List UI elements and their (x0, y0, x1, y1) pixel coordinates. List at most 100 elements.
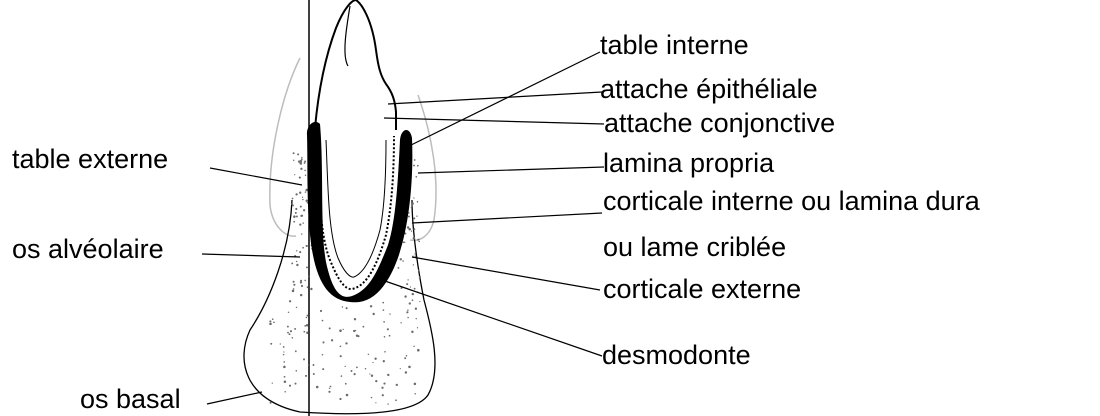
bone-stipple-dot (331, 339, 333, 341)
bone-stipple-dot (304, 325, 306, 327)
bone-stipple-dot (296, 216, 298, 218)
bone-stipple-dot (383, 309, 385, 311)
bone-stipple-dot (396, 384, 398, 386)
bone-stipple-dot (293, 215, 296, 218)
bone-stipple-dot (342, 306, 343, 307)
bone-stipple-dot (417, 327, 418, 328)
bone-stipple-dot (413, 228, 415, 230)
bone-stipple-dot (330, 386, 332, 388)
bone-stipple-dot (301, 285, 303, 287)
bone-stipple-dot (406, 311, 408, 313)
bone-stipple-dot (306, 199, 309, 202)
bone-stipple-dot (283, 354, 285, 356)
bone-stipple-dot (407, 279, 408, 280)
bone-stipple-dot (418, 241, 420, 243)
bone-stipple-dot (418, 239, 419, 240)
bone-stipple-dot (414, 288, 416, 290)
bone-stipple-dot (306, 317, 307, 318)
bone-stipple-dot (411, 331, 413, 333)
bone-stipple-dot (295, 193, 297, 195)
bone-stipple-dot (384, 351, 386, 353)
bone-stipple-dot (283, 346, 285, 348)
bone-stipple-dot (413, 165, 415, 167)
bone-stipple-dot (322, 341, 324, 343)
alveolar-socket-outer (307, 122, 412, 302)
bone-stipple-dot (295, 208, 297, 210)
bone-stipple-dot (408, 216, 410, 218)
bone-stipple-dot (269, 323, 272, 326)
bone-stipple-dot (300, 206, 302, 208)
bone-stipple-dot (295, 370, 297, 372)
bone-stipple-dot (387, 328, 389, 330)
bone-stipple-dot (289, 300, 291, 302)
bone-stipple-dot (301, 233, 302, 234)
bone-stipple-dot (407, 226, 409, 228)
bone-stipple-dot (415, 255, 417, 257)
bone-stipple-dot (299, 251, 301, 253)
bone-stipple-dot (269, 320, 271, 322)
bone-stipple-dot (403, 241, 405, 243)
bone-stipple-dot (417, 349, 420, 352)
bone-stipple-dot (295, 212, 297, 214)
bone-stipple-dot (283, 361, 285, 363)
bone-stipple-dot (313, 373, 315, 375)
bone-stipple-dot (355, 330, 356, 331)
bone-stipple-dot (300, 168, 302, 170)
bone-stipple-dot (283, 351, 284, 352)
bone-stipple-dot (415, 308, 417, 310)
label-table-interne: table interne (600, 32, 749, 59)
bone-stipple-dot (356, 335, 358, 337)
bone-stipple-dot (341, 375, 343, 377)
bone-stipple-dot (292, 204, 294, 206)
bone-stipple-dot (382, 394, 384, 396)
bone-stipple-dot (299, 192, 301, 194)
bone-stipple-dot (308, 364, 309, 365)
bone-stipple-dot (293, 221, 295, 223)
bone-stipple-dot (412, 293, 414, 295)
bone-stipple-dot (306, 245, 308, 247)
bone-stipple-dot (381, 387, 383, 389)
bone-stipple-dot (417, 165, 419, 167)
bone-stipple-dot (407, 317, 408, 318)
bone-stipple-dot (270, 343, 272, 345)
bone-stipple-dot (322, 320, 324, 322)
bone-stipple-dot (306, 266, 308, 268)
bone-stipple-dot (320, 310, 322, 312)
bone-stipple-dot (354, 373, 356, 375)
bone-stipple-dot (304, 170, 306, 172)
bone-stipple-dot (288, 312, 289, 313)
bone-stipple-dot (329, 388, 330, 389)
bone-stipple-dot (308, 276, 309, 277)
bone-stipple-dot (411, 230, 412, 231)
bone-stipple-dot (368, 354, 369, 355)
bone-stipple-dot (302, 199, 303, 200)
bone-stipple-dot (272, 318, 274, 320)
bone-stipple-dot (414, 383, 417, 386)
bone-stipple-dot (300, 281, 302, 283)
bone-stipple-dot (284, 376, 286, 378)
bone-stipple-dot (413, 197, 414, 198)
label-attache-conjonctive: attache conjonctive (604, 110, 835, 137)
bone-stipple-dot (413, 237, 416, 240)
bone-stipple-dot (302, 197, 303, 198)
bone-stipple-dot (295, 383, 297, 385)
bone-stipple-dot (416, 216, 417, 217)
bone-stipple-dot (293, 152, 295, 154)
bone-stipple-dot (371, 375, 373, 377)
bone-stipple-dot (340, 345, 342, 347)
bone-stipple-dot (296, 250, 297, 251)
bone-stipple-dot (362, 326, 364, 328)
bone-stipple-dot (398, 267, 400, 269)
bone-stipple-dot (339, 398, 341, 400)
bone-stipple-dot (413, 346, 414, 347)
bone-stipple-dot (300, 160, 303, 163)
bone-stipple-dot (384, 336, 386, 338)
bone-stipple-dot (354, 318, 356, 320)
bone-stipple-dot (419, 301, 420, 302)
bone-stipple-dot (293, 160, 294, 161)
bone-stipple-dot (417, 201, 419, 203)
bone-stipple-dot (307, 286, 309, 288)
bone-stipple-dot (302, 222, 303, 223)
bone-stipple-dot (414, 253, 415, 254)
label-corticale-interne: corticale interne ou lamina dura (603, 188, 980, 215)
